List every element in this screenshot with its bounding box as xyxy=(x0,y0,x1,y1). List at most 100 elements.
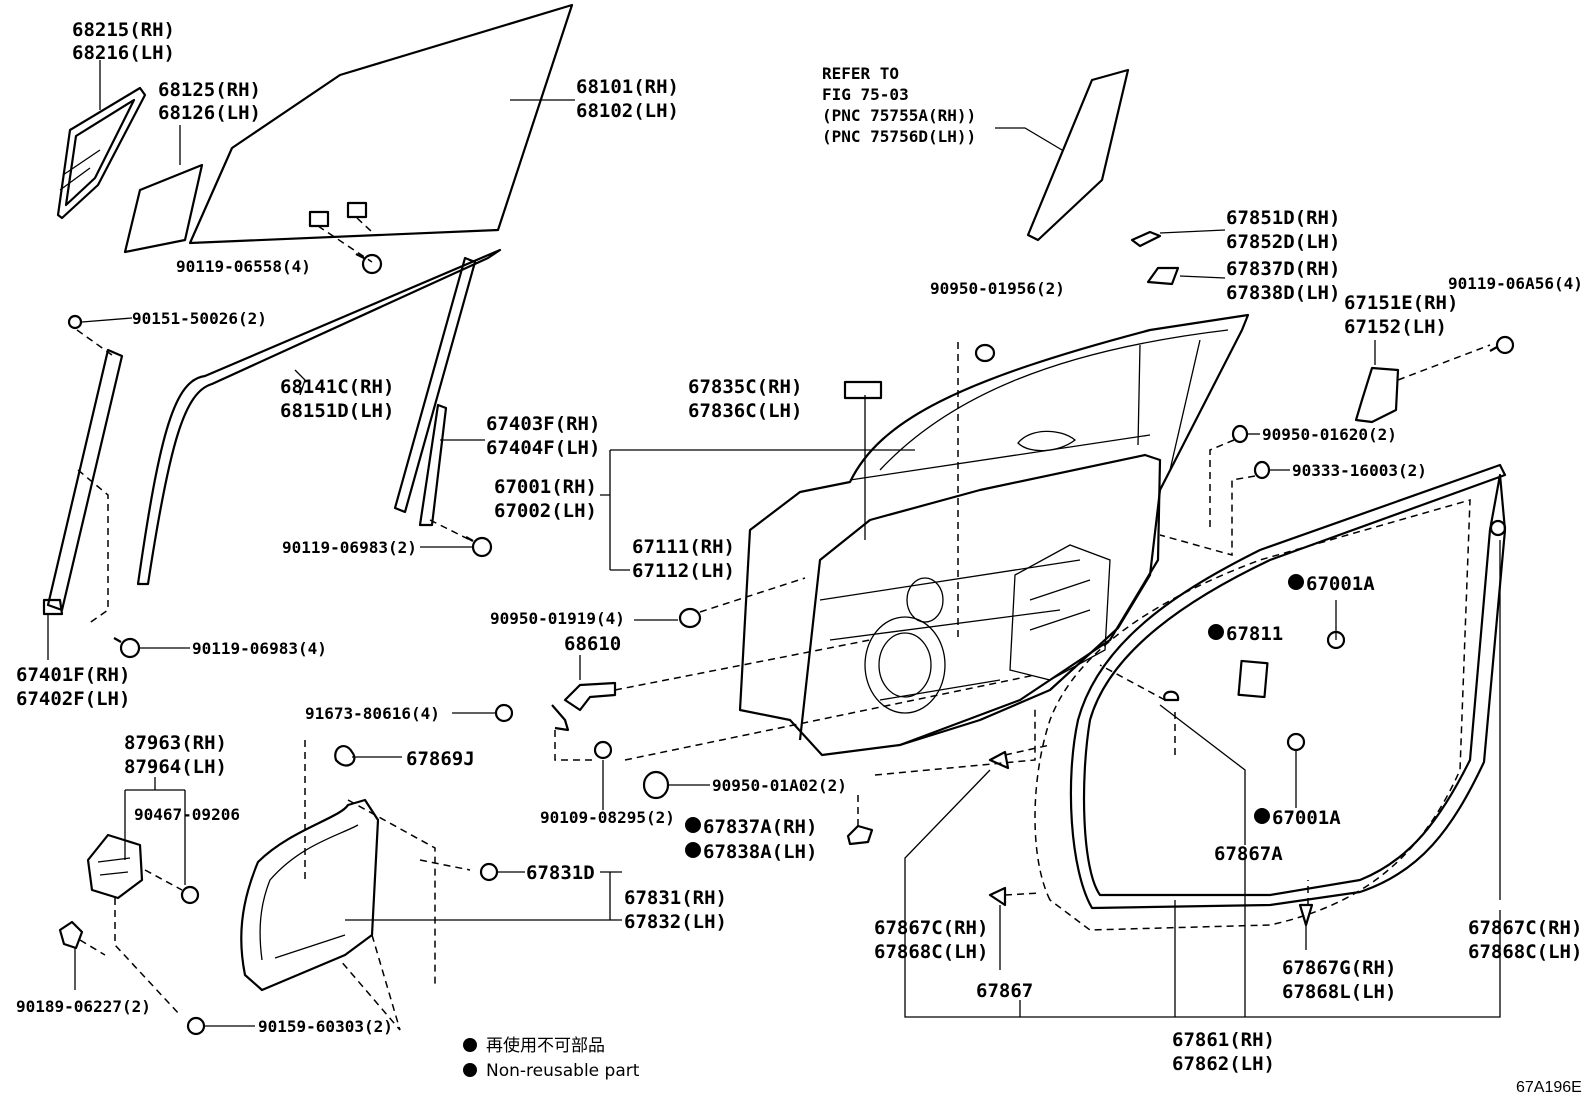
speaker-87963 xyxy=(86,833,144,900)
legend-en: Non-reusable part xyxy=(486,1061,640,1081)
label-67401F: 67401F(RH) xyxy=(16,664,130,686)
screw-90151-50026 xyxy=(67,314,113,356)
clip-67867A xyxy=(1163,690,1180,702)
bolt-90119-06558 xyxy=(355,253,383,275)
label-67837A: 67837A(RH) xyxy=(703,816,817,838)
refer-line-4: (PNC 75756D(LH)) xyxy=(822,127,976,146)
plug-67001A-bot xyxy=(1286,732,1306,752)
label-87963: 87963(RH) xyxy=(124,732,227,754)
plug-90333-16003 xyxy=(1253,460,1271,480)
label-68216: 68216(LH) xyxy=(72,42,175,64)
label-67811: 67811 xyxy=(1226,623,1283,645)
label-67151E: 67151E(RH) xyxy=(1344,292,1458,314)
label-67852D: 67852D(LH) xyxy=(1226,231,1340,253)
label-90151-50026: 90151-50026(2) xyxy=(132,309,267,328)
label-90189-06227: 90189-06227(2) xyxy=(16,997,151,1016)
clip-67869J xyxy=(334,745,356,767)
quarter-window-frame xyxy=(56,86,147,220)
refer-line-1: REFER TO xyxy=(822,64,899,83)
label-67002: 67002(LH) xyxy=(494,500,597,522)
legend: 再使用不可部品 Non-reusable part xyxy=(463,1035,640,1081)
refer-line-2: FIG 75-03 xyxy=(822,85,909,104)
bolt-90119-06A56 xyxy=(1489,335,1515,355)
label-68215: 68215(RH) xyxy=(72,19,175,41)
label-67867C-left: 67867C(RH) xyxy=(874,917,988,939)
label-67404F: 67404F(LH) xyxy=(486,437,600,459)
label-68126: 68126(LH) xyxy=(158,102,261,124)
bolt-90467-09206 xyxy=(180,885,200,905)
plug-90950-01A02 xyxy=(642,770,670,800)
belt-molding xyxy=(393,256,477,514)
pillar-garnish xyxy=(1026,68,1130,242)
bolt-90159-60303 xyxy=(186,1016,206,1036)
label-90119-06A56: 90119-06A56(4) xyxy=(1448,274,1583,293)
hinge-67151E xyxy=(1354,344,1491,424)
label-67831D: 67831D xyxy=(526,862,595,884)
label-67111: 67111(RH) xyxy=(632,536,735,558)
weatherstrip-67861 xyxy=(1069,463,1507,910)
label-68102: 68102(LH) xyxy=(576,100,679,122)
legend-bullet-jp xyxy=(463,1038,477,1052)
run-channel-67403F xyxy=(418,403,471,541)
plug-90950-01956 xyxy=(957,342,996,640)
label-90119-06558: 90119-06558(4) xyxy=(176,257,311,276)
label-67868C-right: 67868C(LH) xyxy=(1468,941,1582,963)
clip-67867C-right xyxy=(1489,519,1507,537)
nonreusable-mark-67001A-bot xyxy=(1254,808,1270,824)
clip-67837A xyxy=(846,824,874,846)
service-cover-67831 xyxy=(240,798,380,992)
label-67152: 67152(LH) xyxy=(1344,316,1447,338)
label-67861: 67861(RH) xyxy=(1172,1029,1275,1051)
label-67001A-top: 67001A xyxy=(1306,573,1375,595)
bolt-90119-06983-4 xyxy=(113,637,141,659)
nonreusable-mark-67811 xyxy=(1208,624,1224,640)
quarter-glass xyxy=(123,163,204,254)
label-68101: 68101(RH) xyxy=(576,76,679,98)
glass-clips xyxy=(308,201,373,263)
bracket-67837D xyxy=(1146,266,1180,286)
weatherstrip-outline xyxy=(1034,498,1471,931)
label-67862: 67862(LH) xyxy=(1172,1053,1275,1075)
label-67832: 67832(LH) xyxy=(624,911,727,933)
illustration-code: 67A196E xyxy=(1516,1079,1582,1096)
label-67836C: 67836C(LH) xyxy=(688,400,802,422)
bolt-91673-80616 xyxy=(494,703,514,723)
label-90109-08295: 90109-08295(2) xyxy=(540,808,675,827)
label-90333-16003: 90333-16003(2) xyxy=(1292,461,1427,480)
label-67001A-bot: 67001A xyxy=(1272,807,1341,829)
label-67112: 67112(LH) xyxy=(632,560,735,582)
refer-line-3: (PNC 75755A(RH)) xyxy=(822,106,976,125)
label-90950-01A02: 90950-01A02(2) xyxy=(712,776,847,795)
label-90119-06983-4: 90119-06983(4) xyxy=(192,639,327,658)
label-67837D: 67837D(RH) xyxy=(1226,258,1340,280)
label-67402F: 67402F(LH) xyxy=(16,688,130,710)
label-67867A: 67867A xyxy=(1214,843,1283,865)
label-67835C: 67835C(RH) xyxy=(688,376,802,398)
label-90159-60303: 90159-60303(2) xyxy=(258,1017,393,1036)
door-glass xyxy=(188,3,574,245)
legend-bullet-en xyxy=(463,1063,477,1077)
bolt-90109-08295 xyxy=(593,740,613,760)
label-68141C: 68141C(RH) xyxy=(280,376,394,398)
leader-lines xyxy=(47,60,1501,1027)
label-67838A: 67838A(LH) xyxy=(703,841,817,863)
label-67867C-right: 67867C(RH) xyxy=(1468,917,1582,939)
clip-67867C-left xyxy=(988,750,1010,770)
label-68610: 68610 xyxy=(564,633,621,655)
clip-67867 xyxy=(988,886,1007,907)
label-67831: 67831(RH) xyxy=(624,887,727,909)
label-68125: 68125(RH) xyxy=(158,79,261,101)
label-67868L: 67868L(LH) xyxy=(1282,981,1396,1003)
nonreusable-mark-67001A-top xyxy=(1288,574,1304,590)
bolt-90119-06983-2 xyxy=(465,536,493,558)
label-67838D: 67838D(LH) xyxy=(1226,282,1340,304)
label-67867: 67867 xyxy=(976,980,1033,1002)
nonreusable-mark-67837A xyxy=(685,817,701,833)
label-90950-01956: 90950-01956(2) xyxy=(930,279,1065,298)
label-90950-01919: 90950-01919(4) xyxy=(490,609,625,628)
bolt-67831D xyxy=(479,862,499,882)
clip-67851D xyxy=(1130,230,1162,248)
legend-jp: 再使用不可部品 xyxy=(486,1035,605,1056)
weatherstrip-68141C xyxy=(136,248,502,586)
